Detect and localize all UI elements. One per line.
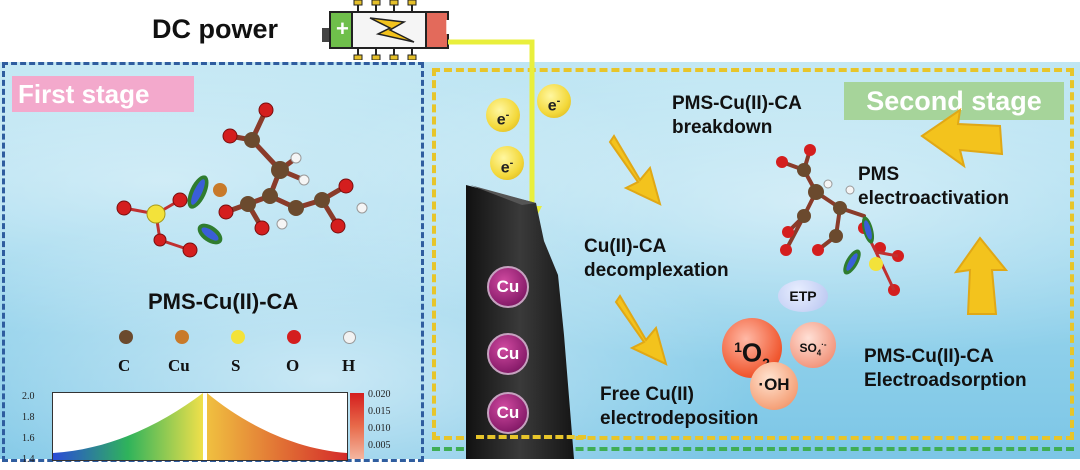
heatmap-y-tick: 1.4 xyxy=(22,454,35,465)
heatmap-plot xyxy=(52,392,348,461)
cu-atom: Cu xyxy=(487,266,529,308)
legend-dot-h xyxy=(343,331,356,344)
first-stage-tag: First stage xyxy=(12,76,194,112)
battery-plus-sign: + xyxy=(336,16,349,41)
legend-dot-s xyxy=(231,330,245,344)
arrow-down-icon xyxy=(608,134,662,206)
atom-legend: C Cu S O H xyxy=(112,330,372,380)
electron: e- xyxy=(486,98,520,132)
legend-label-c: C xyxy=(118,356,131,375)
electron: e- xyxy=(490,146,524,180)
electrode-icon xyxy=(466,185,574,459)
legend-label-h: H xyxy=(342,356,356,375)
heatmap-colorbar xyxy=(350,393,364,459)
legend-dot-cu xyxy=(175,330,189,344)
arrow-down-icon xyxy=(614,294,668,366)
dc-power-label: DC power xyxy=(152,14,279,44)
electrode-frame-overlap xyxy=(476,435,586,439)
heatmap-y-tick: 1.8 xyxy=(22,412,35,423)
heatmap-y-axis: 2.0 1.8 1.6 1.4 xyxy=(22,386,35,470)
arrow-up-left-icon xyxy=(920,107,1004,169)
third-stage-frame-edge xyxy=(432,447,1074,451)
cu-atom: Cu xyxy=(487,392,529,434)
sulfate-radical: SO4·- xyxy=(790,322,836,368)
first-stage-molecule-label: PMS-Cu(II)-CA xyxy=(148,289,299,314)
legend-label-cu: Cu xyxy=(168,356,190,375)
heatmap-y-tick: 1.6 xyxy=(22,433,35,444)
etp-bubble: ETP xyxy=(778,280,828,312)
pms-cu-ca-complex-icon xyxy=(776,144,904,296)
electron: e- xyxy=(537,84,571,118)
legend-label-s: S xyxy=(231,356,241,375)
battery-minus-sign: I xyxy=(445,17,451,39)
cu-atom: Cu xyxy=(487,333,529,375)
arrow-up-icon xyxy=(953,236,1009,315)
legend-label-o: O xyxy=(286,356,300,375)
second-stage-frame xyxy=(432,68,1074,440)
colorbar-tick: 0.015 xyxy=(368,406,391,417)
colorbar-tick: 0.010 xyxy=(368,423,391,434)
legend-dot-c xyxy=(119,330,133,344)
pms-cu-ca-molecule-icon xyxy=(116,102,368,258)
electrodeposition-label: Free Cu(II)electrodeposition xyxy=(600,384,759,429)
battery-icon xyxy=(322,0,449,60)
colorbar-tick: 0.005 xyxy=(368,440,391,451)
heatmap-y-tick: 2.0 xyxy=(22,391,35,402)
legend-dot-o xyxy=(287,330,301,344)
heatmap-colorbar-ticks: 0.020 0.015 0.010 0.005 xyxy=(368,386,391,454)
colorbar-tick: 0.020 xyxy=(368,389,391,400)
hydroxyl-radical: ·OH xyxy=(750,362,798,410)
